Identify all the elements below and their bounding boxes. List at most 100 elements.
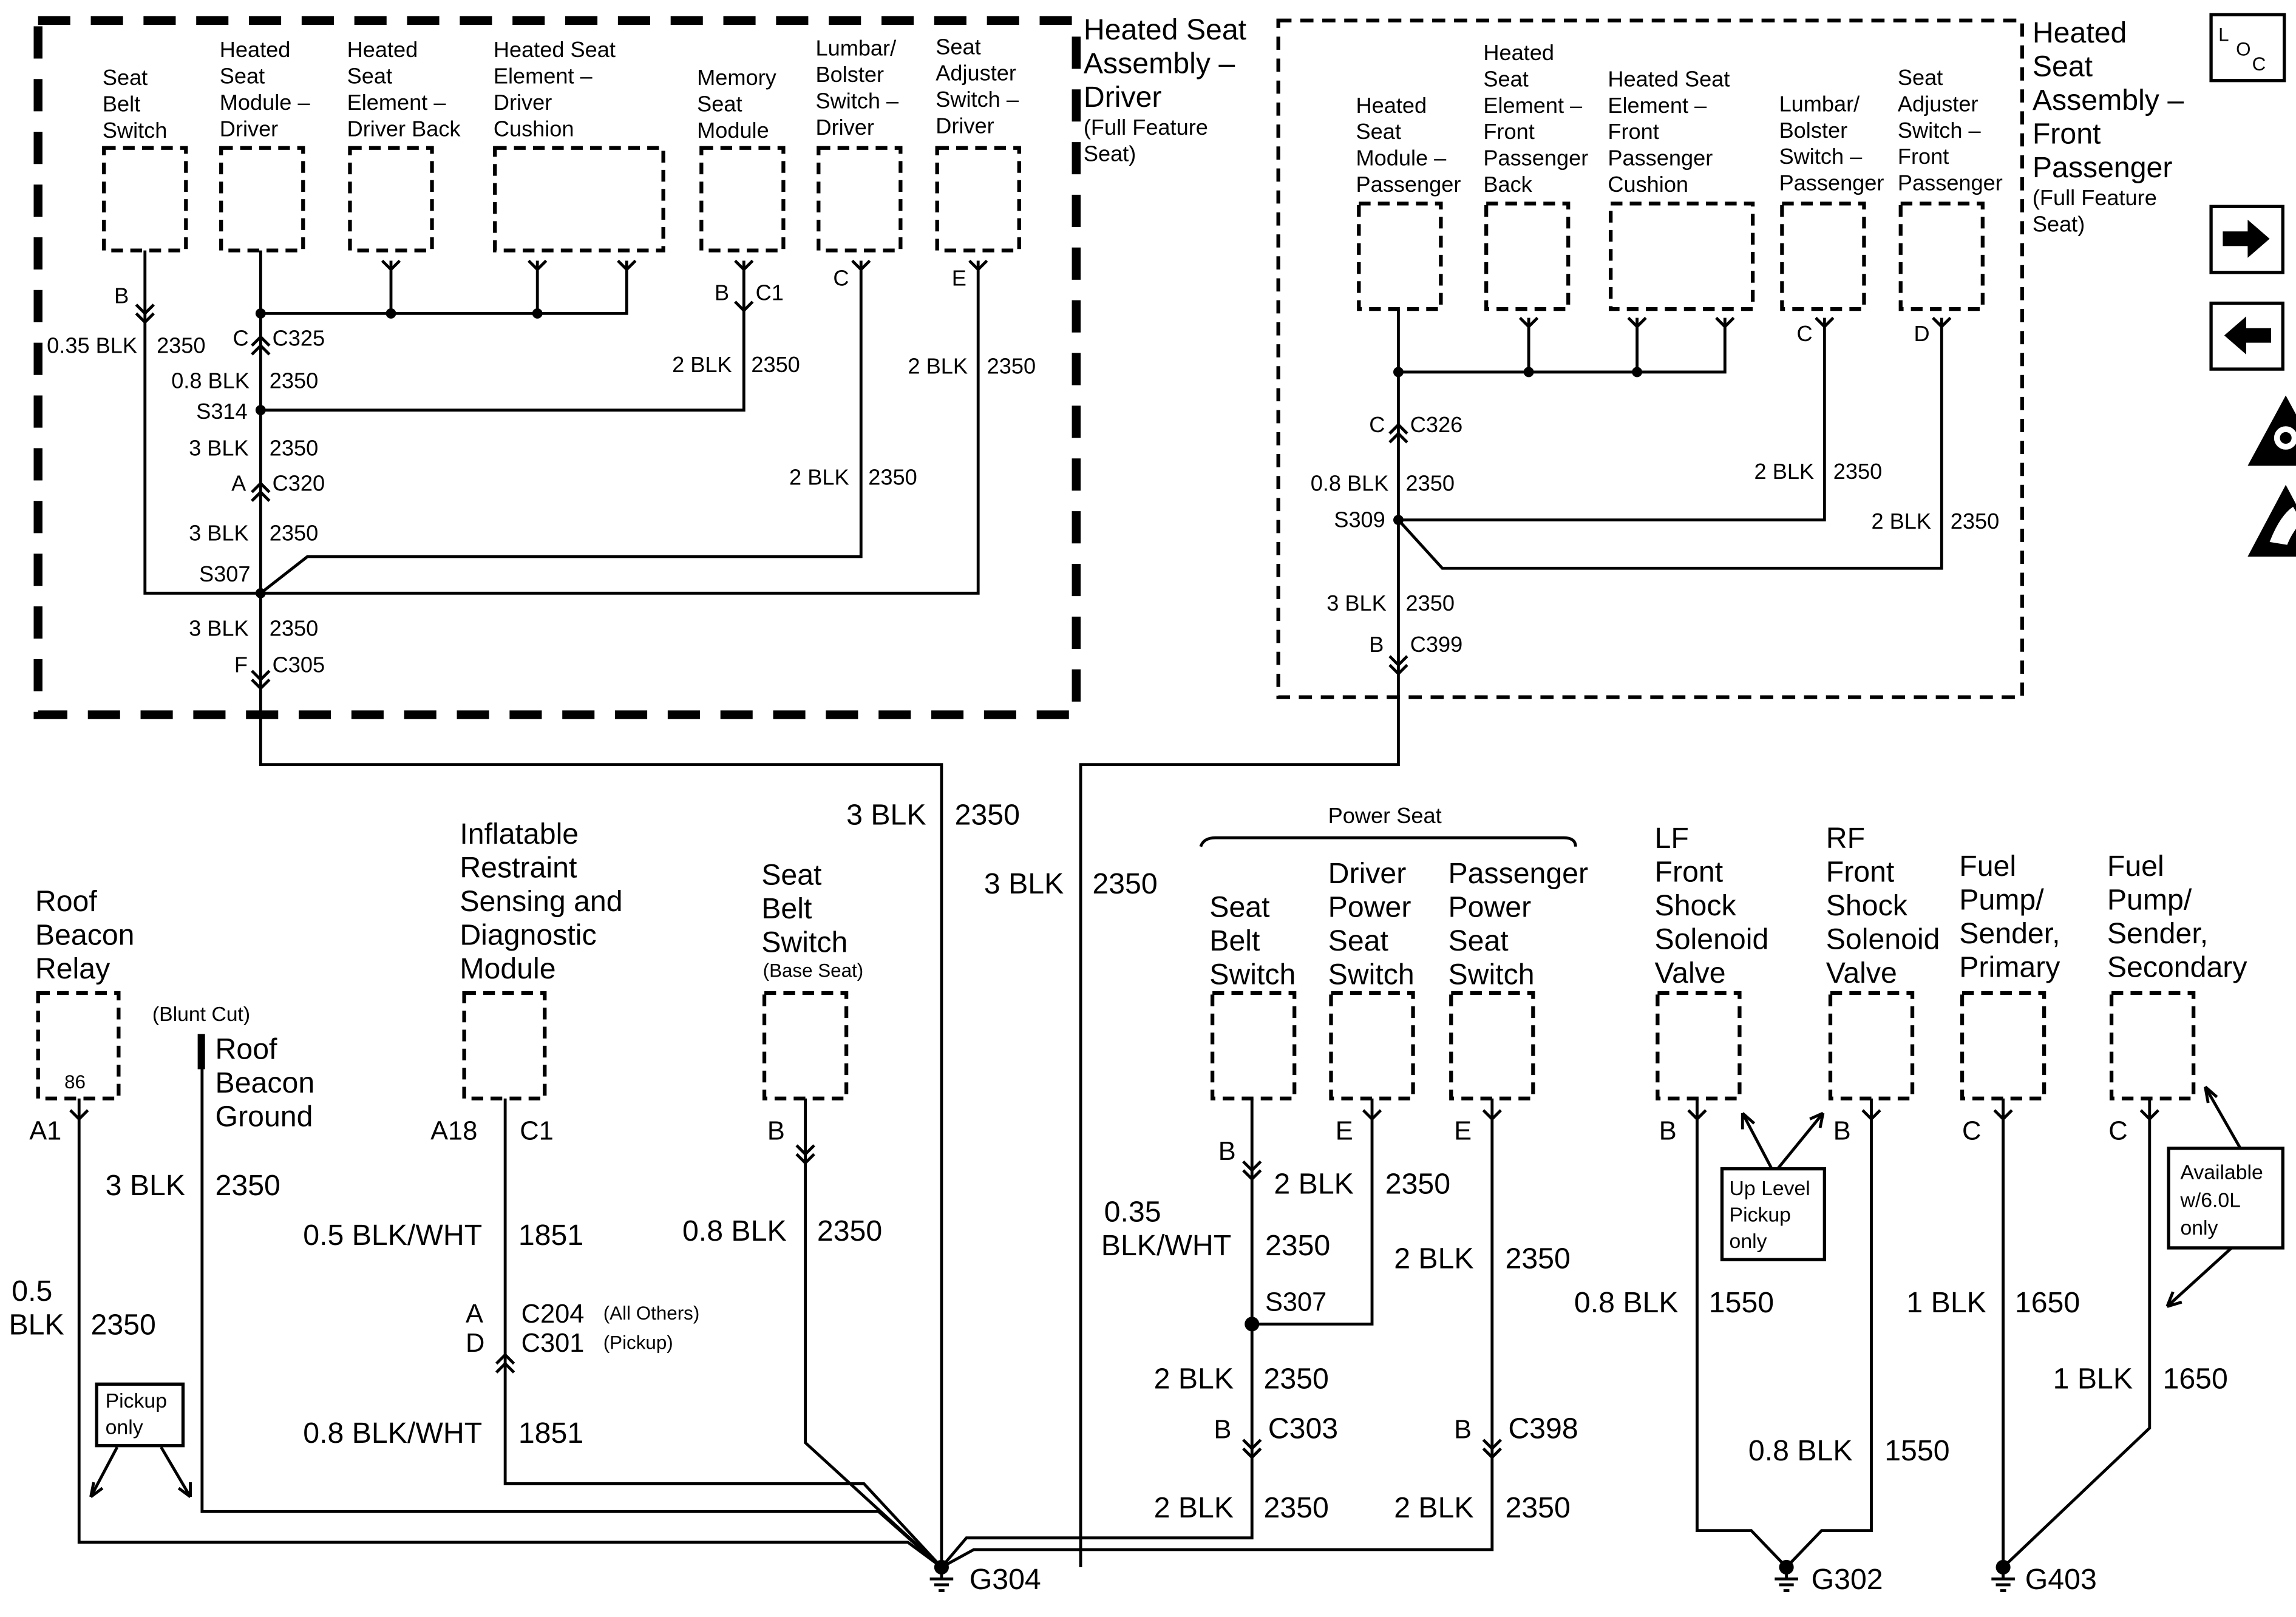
svg-text:Front: Front [1655,856,1724,889]
svg-text:LF: LF [1655,822,1689,855]
svg-text:Heated: Heated [1356,93,1427,118]
passenger-wire-labels: C C326 0.8 BLK 2350 S309 C 2 BLK 2350 D … [1311,321,1999,657]
svg-text:Restraint: Restraint [460,851,577,884]
svg-text:Passenger: Passenger [1448,857,1588,890]
svg-text:2350: 2350 [868,465,917,490]
svg-text:Fuel: Fuel [1959,850,2016,883]
driver-title-line-3: Driver [1084,81,1162,114]
svg-text:2 BLK: 2 BLK [1872,509,1932,534]
driver-adjuster-label-4: Driver [936,114,994,138]
previous-page-button[interactable] [2209,301,2284,371]
svg-text:2350: 2350 [216,1169,280,1202]
svg-text:2350: 2350 [1406,470,1455,495]
svg-text:0.8 BLK: 0.8 BLK [1311,470,1389,495]
svg-text:2350: 2350 [1951,509,1999,534]
svg-text:A18: A18 [430,1116,477,1145]
svg-text:C: C [233,325,249,350]
power-seat-bracket [1199,836,1577,847]
passenger-adjuster-switch [1898,202,1985,311]
svg-text:Module –: Module – [1356,146,1447,171]
svg-text:Inflatable: Inflatable [460,818,579,850]
next-page-button[interactable] [2209,205,2284,274]
svg-text:2 BLK: 2 BLK [789,465,849,490]
svg-text:Sender,: Sender, [1959,917,2060,950]
svg-text:E: E [1454,1116,1472,1145]
svg-text:B: B [114,283,129,308]
svg-text:3 BLK: 3 BLK [1326,591,1387,615]
ground-symbol-g302 [1775,1567,1798,1592]
svg-text:C: C [2252,53,2266,75]
svg-text:Ground: Ground [216,1100,313,1133]
passenger-splice-s309 [1393,515,1404,526]
passenger-seat-assembly: Heated Seat Assembly – Front Passenger (… [1079,16,2184,1567]
driver-module-label-4: Driver [220,116,278,141]
driver-component-labels: Seat Belt Switch Heated Seat Module – Dr… [103,34,1019,143]
svg-text:F: F [234,653,248,677]
svg-text:0.8 BLK: 0.8 BLK [171,368,250,393]
svg-text:Front: Front [1826,856,1895,889]
svg-text:Primary: Primary [1959,951,2060,983]
svg-text:2350: 2350 [751,352,800,377]
driver-cushion-label-3: Driver [494,90,552,115]
svg-text:Roof: Roof [216,1033,277,1066]
svg-text:only: only [1730,1230,1767,1253]
svg-text:Passenger: Passenger [1898,171,2003,195]
driver-back-label-2: Seat [347,64,392,89]
svg-text:Assembly –: Assembly – [2033,84,2184,117]
svg-text:Power: Power [1448,891,1531,924]
svg-text:S307: S307 [1265,1288,1326,1317]
svg-text:Heated Seat: Heated Seat [1608,66,1730,91]
loc-button-frame[interactable] [2209,13,2286,83]
svg-text:C320: C320 [273,470,325,495]
svg-text:Front: Front [1898,144,1949,169]
svg-text:0.8 BLK: 0.8 BLK [1748,1434,1853,1467]
svg-text:C: C [1962,1116,1981,1145]
svg-text:Cushion: Cushion [1608,172,1688,197]
svg-text:2 BLK: 2 BLK [908,353,968,378]
driver-cushion-element [493,146,665,253]
roof-beacon-relay-box [36,991,121,1100]
svg-text:Seat: Seat [1209,891,1270,924]
svg-text:Passenger: Passenger [1356,172,1461,197]
driver-seat-belt-label-1: Seat [103,65,148,90]
driver-seat-belt-switch [102,146,188,253]
svg-text:B: B [1454,1415,1472,1445]
driver-lumbar-label-2: Bolster [815,62,884,87]
irsdm: Inflatable Restraint Sensing and Diagnos… [303,818,943,1568]
svg-text:A: A [466,1300,483,1329]
svg-text:1851: 1851 [518,1417,583,1449]
lower-section: Roof Beacon Relay 86 A1 0.5 BLK 2350 Pic… [8,803,2284,1596]
shock-solenoids: LF Front Shock Solenoid Valve RF Front S… [1574,822,1950,1596]
svg-text:C305: C305 [273,653,325,677]
svg-text:2350: 2350 [1506,1491,1571,1524]
svg-text:Front: Front [1608,119,1659,144]
driver-seat-belt-label-3: Switch [103,118,168,143]
svg-text:0.5 BLK/WHT: 0.5 BLK/WHT [303,1219,482,1252]
svg-text:2 BLK: 2 BLK [1154,1491,1234,1524]
svg-text:Back: Back [1483,172,1532,197]
svg-text:C: C [833,266,849,291]
driver-assembly-title: Heated Seat Assembly – Driver (Full Feat… [1084,13,1247,166]
svg-text:0.35: 0.35 [1104,1195,1161,1228]
driver-splice-s307 [255,588,266,598]
ground-symbol-g403 [1991,1567,2015,1592]
svg-text:C1: C1 [520,1116,553,1145]
svg-text:Lumbar/: Lumbar/ [1779,91,1861,116]
svg-text:Front: Front [2033,117,2101,150]
svg-text:Switch: Switch [761,926,847,958]
svg-text:2 BLK: 2 BLK [1394,1242,1473,1275]
svg-text:86: 86 [64,1071,86,1093]
svg-text:C399: C399 [1410,632,1462,657]
svg-text:Power: Power [1328,891,1411,924]
driver-module-label-2: Seat [220,64,265,89]
memory-module-label-2: Seat [697,91,742,116]
loc-button[interactable]: L O C [2209,13,2286,83]
esd-warning-icon [2247,484,2296,557]
driver-cushion-label-4: Cushion [494,116,574,141]
svg-text:2350: 2350 [91,1308,156,1341]
driver-lumbar-label-4: Driver [815,115,874,140]
svg-text:C204: C204 [521,1300,585,1329]
svg-text:G403: G403 [2025,1563,2097,1596]
svg-text:1650: 1650 [2163,1363,2228,1395]
svg-text:B: B [1214,1415,1232,1445]
